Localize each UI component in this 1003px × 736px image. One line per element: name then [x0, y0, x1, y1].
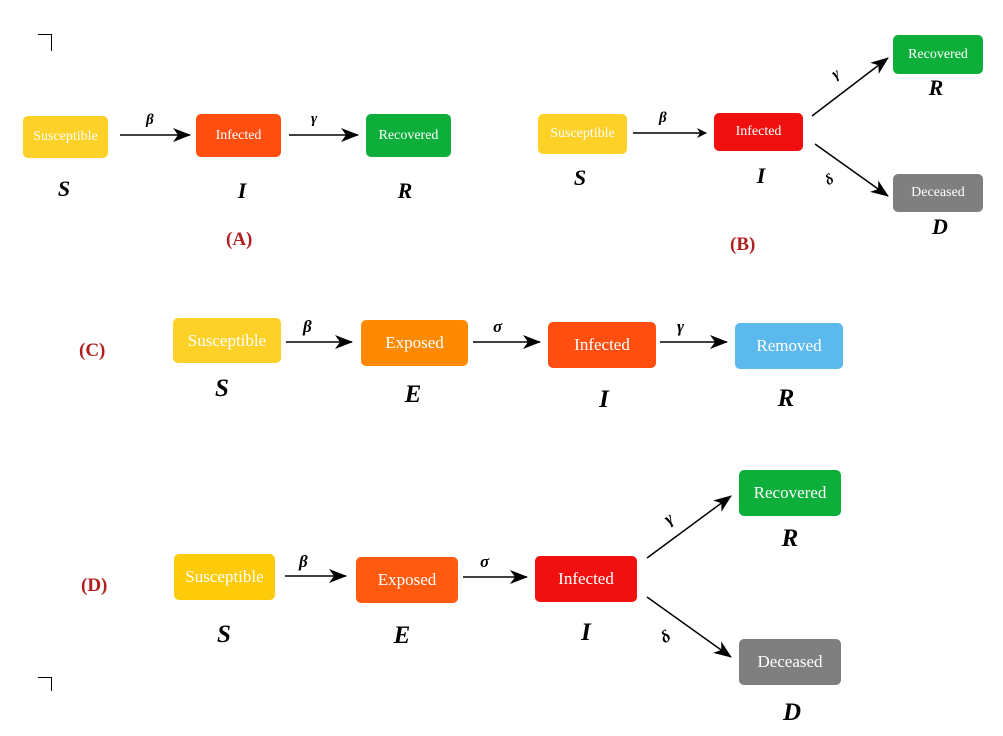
panel-b-susceptible-box: Susceptible	[538, 114, 627, 154]
panel-c-sigma-label: σ	[493, 317, 503, 336]
panel-a-susceptible-box: Susceptible	[23, 116, 108, 158]
panel-b-recovered-box: Recovered	[893, 35, 983, 74]
panel-a-gamma-label: γ	[311, 111, 318, 127]
panel-d-sigma-label: σ	[480, 552, 490, 571]
panel-b-label: (B)	[730, 234, 756, 255]
panel-c-symbol-r: R	[777, 385, 795, 412]
panel-b-symbol-s: S	[573, 165, 587, 190]
panel-b-infected-box: Infected	[714, 113, 803, 151]
panel-c-beta-label: β	[303, 317, 312, 336]
panel-d-symbol-i: I	[581, 619, 591, 646]
arrow-b-i-r	[811, 57, 889, 117]
panel-d-deceased-box: Deceased	[739, 639, 841, 685]
panel-d-recovered-box: Recovered	[739, 470, 841, 516]
panel-d-symbol-e: E	[393, 622, 411, 649]
crop-mark-top-h	[38, 34, 52, 35]
panel-b-symbol-d: D	[932, 214, 948, 239]
panel-d-symbol-s: S	[217, 621, 231, 648]
crop-mark-top-v	[51, 34, 52, 51]
panel-a-recovered-box: Recovered	[366, 114, 451, 157]
arrow-b-i-d	[814, 143, 889, 197]
panel-d-infected-box: Infected	[535, 556, 637, 602]
panel-b-symbol-i: I	[756, 163, 766, 188]
panel-c-gamma-label: γ	[677, 317, 685, 336]
arrow-d-i-r	[646, 495, 732, 559]
panel-c-removed-box: Removed	[735, 323, 843, 369]
panel-c-infected-box: Infected	[548, 322, 656, 368]
panel-a-symbol-s: S	[57, 176, 71, 201]
panel-d-beta-label: β	[299, 552, 308, 571]
panel-d-label: (D)	[81, 575, 108, 596]
panel-a-symbol-i: I	[237, 178, 247, 203]
panel-d-susceptible-box: Susceptible	[174, 554, 275, 600]
panel-c-symbol-s: S	[215, 375, 229, 402]
arrow-d-i-d	[646, 596, 732, 658]
panel-a-infected-box: Infected	[196, 114, 281, 157]
panel-a-symbol-r: R	[397, 178, 413, 203]
panel-b-beta-label: β	[659, 110, 667, 126]
panel-d-symbol-r: R	[781, 525, 799, 552]
panel-c-exposed-box: Exposed	[361, 320, 468, 366]
panel-c-susceptible-box: Susceptible	[173, 318, 281, 363]
panel-d-symbol-d: D	[782, 699, 802, 726]
crop-mark-bottom-h	[38, 677, 52, 678]
panel-b-symbol-r: R	[928, 75, 944, 100]
panel-d-exposed-box: Exposed	[356, 557, 458, 603]
panel-b-deceased-box: Deceased	[893, 174, 983, 212]
panel-c-symbol-e: E	[404, 381, 422, 408]
panel-a-beta-label: β	[146, 112, 154, 128]
panel-c-symbol-i: I	[599, 386, 609, 413]
panel-a-label: (A)	[226, 229, 253, 250]
crop-mark-bottom-v	[51, 677, 52, 691]
panel-c-label: (C)	[79, 340, 106, 361]
